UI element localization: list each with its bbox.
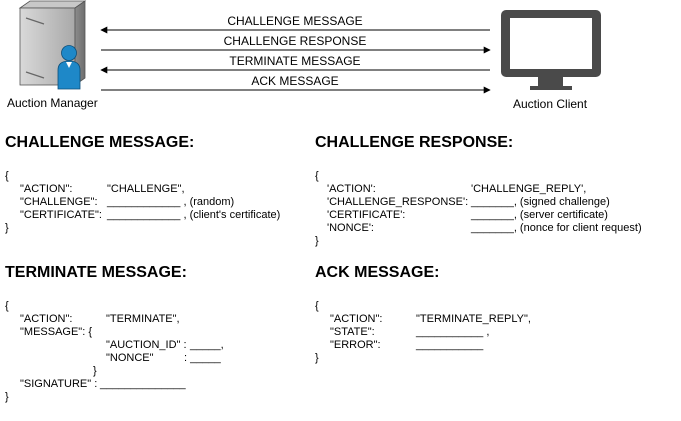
code-key: "AUCTION_ID" :	[106, 339, 187, 351]
code-key: "ACTION":	[330, 313, 383, 325]
code-value: _______, (signed challenge)	[471, 196, 610, 208]
client-label: Auction Client	[513, 97, 588, 111]
code-value: ____________ , (client's certificate)	[107, 209, 281, 221]
code-close-brace: }	[315, 352, 319, 364]
code-key: "CERTIFICATE":	[20, 209, 102, 221]
code-key: "STATE":	[330, 326, 375, 338]
arrow-label-terminate-message: TERMINATE MESSAGE	[229, 54, 361, 68]
code-value: ___________ ,	[416, 326, 490, 338]
code-close-brace: }	[5, 391, 9, 403]
code-open-brace: {	[5, 170, 9, 182]
arrow-label-challenge-message: CHALLENGE MESSAGE	[227, 14, 363, 28]
manager-label: Auction Manager	[7, 96, 98, 110]
code-key: 'CERTIFICATE':	[327, 209, 406, 221]
code-key: "ERROR":	[330, 339, 381, 351]
code-open-brace: {	[315, 170, 319, 182]
code-value: "CHALLENGE",	[107, 183, 185, 195]
arrow-label-ack-message: ACK MESSAGE	[251, 74, 339, 88]
code-value: _____,	[190, 339, 224, 351]
code-key: "ACTION":	[20, 313, 73, 325]
challenge-message-title: CHALLENGE MESSAGE:	[5, 134, 195, 151]
code-key: 'CHALLENGE_RESPONSE':	[327, 196, 469, 208]
terminate-message-title: TERMINATE MESSAGE:	[5, 264, 187, 281]
code-value: _______, (nonce for client request)	[471, 222, 642, 234]
code-key: "MESSAGE": {	[20, 326, 92, 338]
code-value: _______, (server certificate)	[471, 209, 608, 221]
code-inner-close-brace: }	[93, 365, 97, 377]
code-value: 'CHALLENGE_REPLY',	[471, 183, 587, 195]
code-key: 'NONCE':	[327, 222, 374, 234]
ack-message-title: ACK MESSAGE:	[315, 264, 440, 281]
server-with-user-icon	[18, 0, 87, 90]
code-value: ____________ , (random)	[107, 196, 235, 208]
challenge-response-title: CHALLENGE RESPONSE:	[315, 134, 514, 151]
code-key: "ACTION":	[20, 183, 73, 195]
code-close-brace: }	[315, 235, 319, 247]
arrow-label-challenge-response: CHALLENGE RESPONSE	[223, 34, 367, 48]
code-key: "NONCE"	[106, 352, 154, 364]
code-value: "TERMINATE",	[106, 313, 180, 325]
code-value: "TERMINATE_REPLY",	[416, 313, 531, 325]
code-key: "SIGNATURE" :	[20, 378, 98, 390]
code-key: 'ACTION':	[327, 183, 376, 195]
desktop-monitor-icon	[501, 10, 601, 90]
code-open-brace: {	[315, 300, 319, 312]
code-value: : _____	[184, 352, 221, 364]
code-value: ___________	[416, 339, 484, 351]
code-open-brace: {	[5, 300, 9, 312]
code-value: ______________	[100, 378, 186, 390]
code-close-brace: }	[5, 222, 9, 234]
code-key: "CHALLENGE":	[20, 196, 98, 208]
